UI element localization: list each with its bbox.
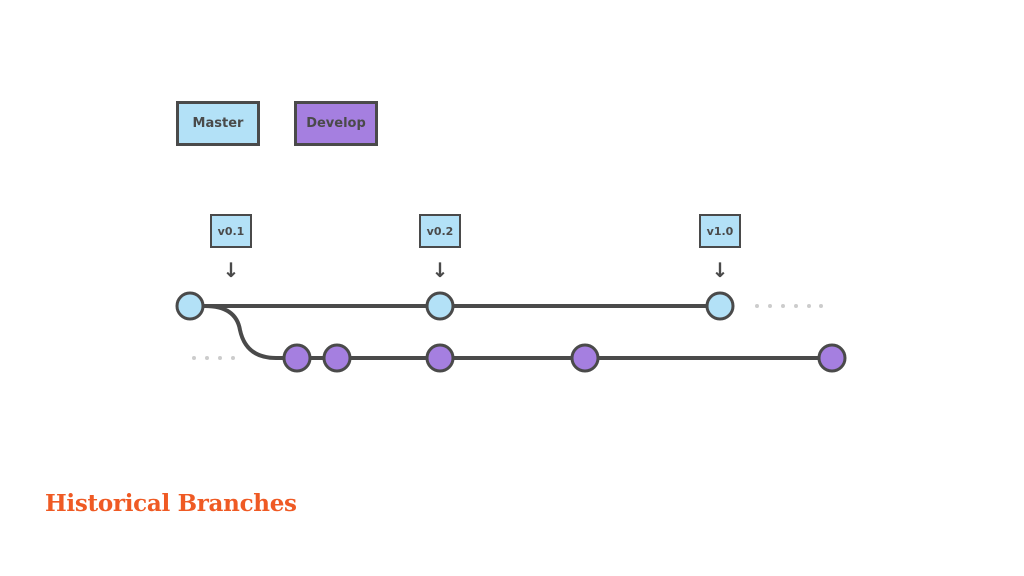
- down-arrow-icon: ↓: [711, 258, 729, 282]
- branch-curve: [204, 304, 277, 360]
- down-arrow-icon: ↓: [431, 258, 449, 282]
- tag-v01: v0.1: [210, 214, 252, 248]
- develop-commit: [282, 343, 312, 373]
- develop-commit: [570, 343, 600, 373]
- master-commit: [705, 291, 735, 321]
- develop-leading-dots: [192, 356, 235, 360]
- tag-v10: v1.0: [699, 214, 741, 248]
- master-commit: [175, 291, 205, 321]
- develop-commit: [817, 343, 847, 373]
- master-commit: [425, 291, 455, 321]
- master-continuation-dots: [755, 304, 823, 308]
- slide-title: Historical Branches: [45, 490, 297, 517]
- develop-commit: [322, 343, 352, 373]
- tag-v02: v0.2: [419, 214, 461, 248]
- legend-master: Master: [176, 101, 260, 146]
- legend-develop: Develop: [294, 101, 378, 146]
- develop-commit: [425, 343, 455, 373]
- down-arrow-icon: ↓: [222, 258, 240, 282]
